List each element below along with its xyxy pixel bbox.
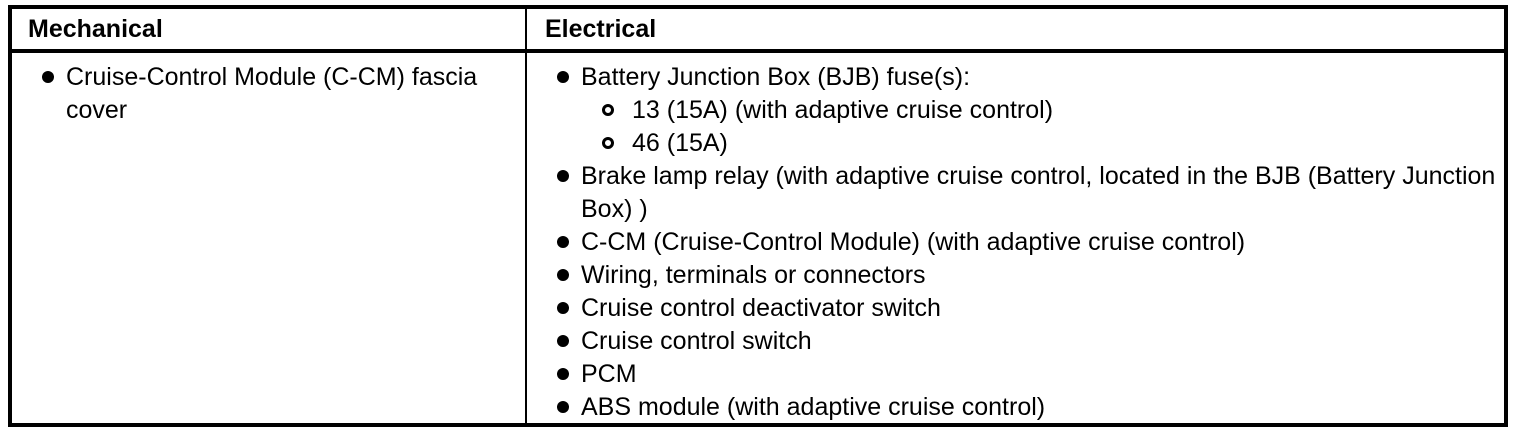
- list-item-text: PCM: [581, 360, 637, 388]
- electrical-cell: Battery Junction Box (BJB) fuse(s): 13 (…: [527, 53, 1504, 423]
- bullet-icon: [557, 71, 569, 83]
- sub-list-item: 13 (15A) (with adaptive cruise control): [527, 94, 1504, 127]
- bullet-icon: [557, 335, 569, 347]
- list-item-text: ABS module (with adaptive cruise control…: [581, 393, 1046, 421]
- list-item-text: Wiring, terminals or connectors: [581, 261, 926, 289]
- list-item: Wiring, terminals or connectors: [527, 259, 1504, 292]
- bullet-icon: [557, 170, 569, 182]
- list-item: Cruise-Control Module (C-CM) fascia cove…: [12, 61, 525, 127]
- sub-list-item-text: 46 (15A): [632, 129, 728, 157]
- column-header-electrical: Electrical: [545, 15, 657, 43]
- list-item-text: Cruise-Control Module (C-CM) fascia cove…: [66, 63, 478, 124]
- table-body-row: Cruise-Control Module (C-CM) fascia cove…: [12, 53, 1504, 423]
- list-item: C-CM (Cruise-Control Module) (with adapt…: [527, 226, 1504, 259]
- list-item: ABS module (with adaptive cruise control…: [527, 391, 1504, 423]
- list-item: Cruise control switch: [527, 325, 1504, 358]
- mechanical-bullet-list: Cruise-Control Module (C-CM) fascia cove…: [12, 53, 525, 127]
- list-item: Cruise control deactivator switch: [527, 292, 1504, 325]
- bullet-icon: [42, 71, 54, 83]
- bullet-icon: [557, 368, 569, 380]
- list-item-text: Battery Junction Box (BJB) fuse(s):: [581, 63, 971, 91]
- mechanical-cell: Cruise-Control Module (C-CM) fascia cove…: [12, 53, 527, 423]
- list-item: Brake lamp relay (with adaptive cruise c…: [527, 160, 1504, 226]
- list-item: Battery Junction Box (BJB) fuse(s):: [527, 61, 1504, 94]
- table-header-row: Mechanical Electrical: [12, 9, 1504, 53]
- sub-list-item-text: 13 (15A) (with adaptive cruise control): [632, 96, 1054, 124]
- sub-bullet-icon: [602, 104, 614, 116]
- list-item-text: C-CM (Cruise-Control Module) (with adapt…: [581, 228, 1246, 256]
- list-item-text: Cruise control deactivator switch: [581, 294, 941, 322]
- column-header-mechanical: Mechanical: [12, 9, 527, 49]
- bullet-icon: [557, 302, 569, 314]
- list-item-text: Cruise control switch: [581, 327, 812, 355]
- sub-bullet-icon: [602, 137, 614, 149]
- sub-list-item: 46 (15A): [527, 127, 1504, 160]
- list-item: PCM: [527, 358, 1504, 391]
- bullet-icon: [557, 401, 569, 413]
- bullet-icon: [557, 269, 569, 281]
- electrical-bullet-list: Battery Junction Box (BJB) fuse(s): 13 (…: [527, 53, 1504, 423]
- bullet-icon: [557, 236, 569, 248]
- components-table: Mechanical Electrical Cruise-Control Mod…: [8, 5, 1508, 427]
- list-item-text: Brake lamp relay (with adaptive cruise c…: [581, 162, 1496, 223]
